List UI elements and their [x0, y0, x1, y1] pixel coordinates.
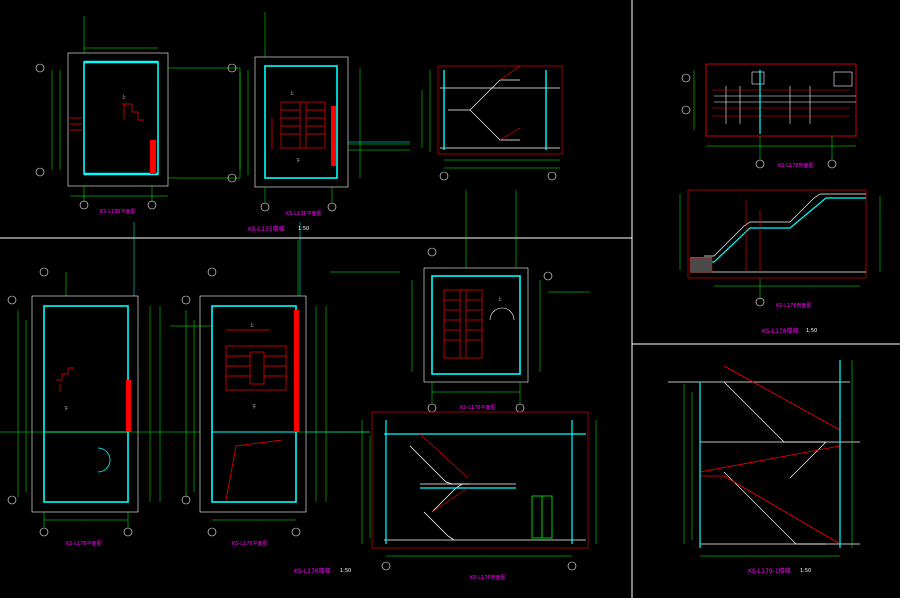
group-title-s178: KS-L178楼梯 — [762, 328, 799, 335]
drawing-title-p5: KS-L176平面图 — [460, 405, 496, 411]
stair-up-label: 上 — [290, 90, 294, 95]
stair-up-label: 上 — [122, 94, 126, 99]
grid-lines — [133, 141, 410, 433]
section-drawing-1 — [421, 65, 563, 181]
plan-drawing-r1 — [681, 63, 857, 169]
drawing-title-p3: KS-L176平面图 — [66, 541, 102, 547]
group-title-s179: KS-L179-1楼梯 — [748, 568, 791, 575]
group-scale-s179: 1:50 — [800, 568, 812, 574]
plan-drawing-4 — [170, 240, 400, 537]
section-drawing-r3 — [668, 360, 860, 557]
section-drawing-r2 — [679, 189, 881, 307]
group-scale-s135: 1:50 — [298, 226, 310, 232]
drawing-title-p1: KS-L135平面图 — [100, 209, 136, 215]
drawing-title-p4: KS-L176平面图 — [232, 541, 268, 547]
stair-up-label: 上 — [250, 322, 254, 327]
plan-drawing-1 — [35, 16, 241, 210]
stair-down-label: 下 — [296, 158, 300, 163]
group-scale-s176: 1:50 — [340, 568, 352, 574]
group-title-s135: KS-L135楼梯 — [248, 226, 285, 233]
drawing-title-r1: KS-L178剖面图 — [778, 163, 814, 169]
group-title-s176: KS-L176楼梯 — [294, 568, 331, 575]
drawing-title-p2: KS-L135平面图 — [286, 211, 322, 217]
stair-up-label: 上 — [498, 296, 502, 301]
group-scale-s178: 1:50 — [806, 328, 818, 334]
drawing-title-sec1: KS-L176剖面图 — [470, 575, 506, 581]
plan-drawing-3 — [0, 267, 200, 537]
stair-down-label: 下 — [252, 404, 256, 409]
plan-drawing-2 — [227, 12, 410, 212]
section-drawing-sec1 — [361, 411, 597, 571]
stair-down-label: 下 — [64, 406, 68, 411]
drawing-title-r2: KS-L178剖面图 — [776, 303, 812, 309]
